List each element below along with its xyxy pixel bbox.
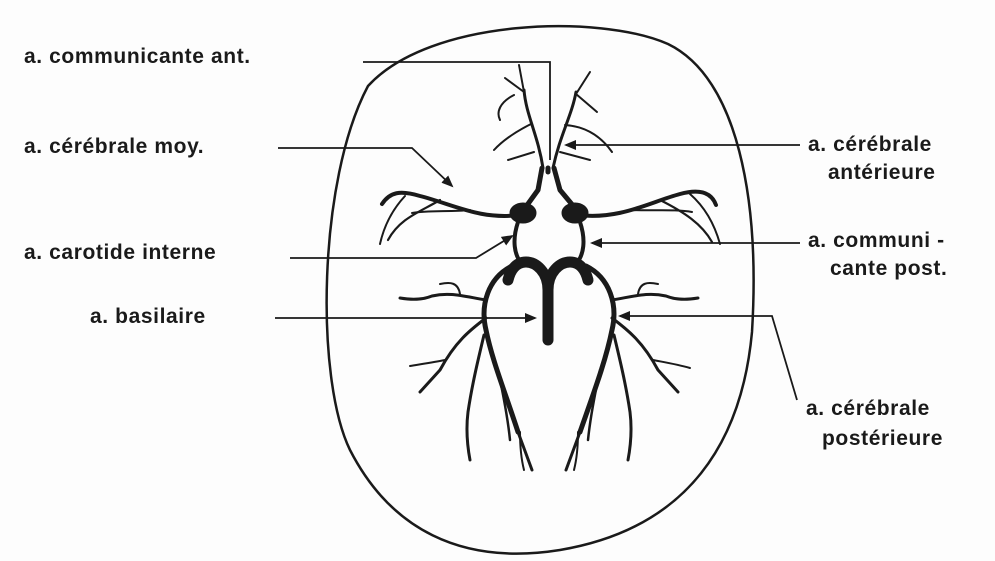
posterior-cerebral-right (580, 266, 614, 432)
posterior-cerebral-left (484, 266, 518, 432)
label-cerebrale-post-2: postérieure (822, 426, 943, 451)
label-cerebrale-ant-2: antérieure (828, 160, 936, 185)
label-communicante-post-2: cante post. (830, 256, 947, 281)
carotid-right-stump (562, 203, 588, 223)
skull-outline (327, 26, 754, 553)
leader-cerebrale-moy (278, 148, 452, 186)
basilar-artery (508, 262, 548, 340)
label-basilaire: a. basilaire (90, 304, 206, 329)
label-cerebrale-ant-1: a. cérébrale (808, 132, 932, 157)
label-communicante-ant: a. communicante ant. (24, 44, 251, 69)
middle-cerebral-right (578, 192, 716, 216)
anterior-cerebral-right (553, 92, 576, 168)
leader-cerebrale-post (620, 316, 797, 400)
carotid-left-stump (510, 203, 536, 223)
leader-carotide-interne (290, 236, 512, 258)
leader-lines (275, 62, 800, 400)
label-cerebrale-post-1: a. cérébrale (806, 396, 930, 421)
label-cerebrale-moy: a. cérébrale moy. (24, 134, 204, 159)
middle-cerebral-left (382, 193, 520, 216)
label-carotide-interne: a. carotide interne (24, 240, 216, 265)
anterior-cerebral-left (524, 90, 543, 168)
label-communicante-post-1: a. communi - (808, 228, 945, 253)
